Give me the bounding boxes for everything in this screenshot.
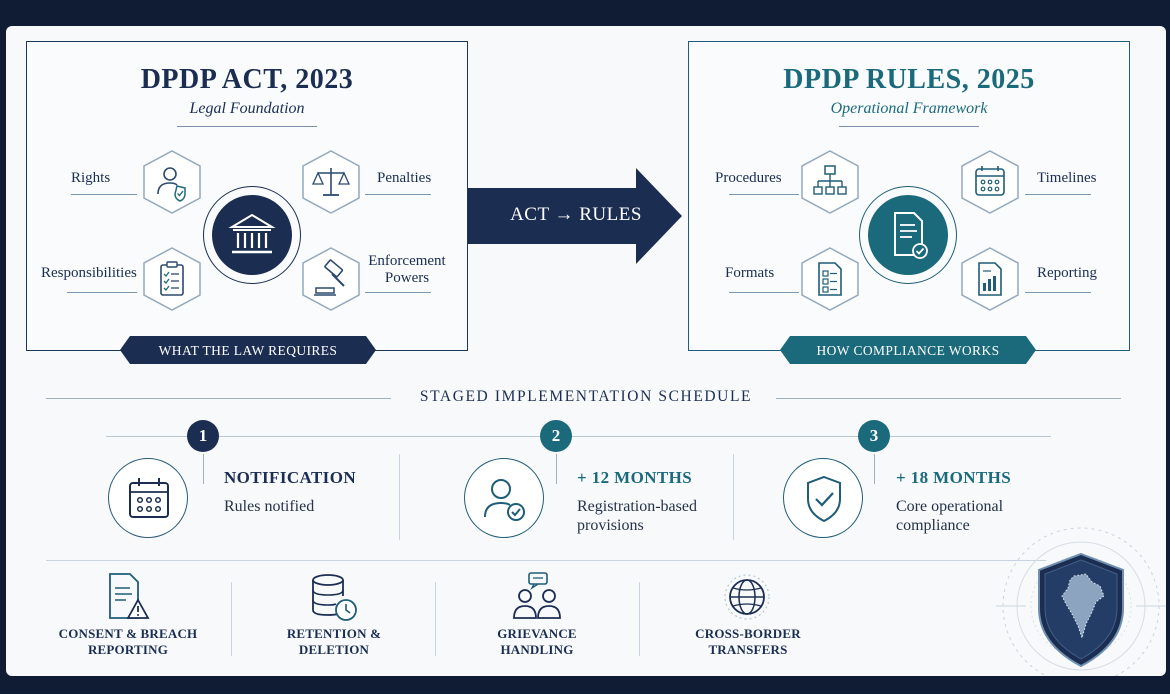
shield-check-icon: [807, 475, 841, 523]
feature-crossborder-label: CROSS-BORDER TRANSFERS: [676, 626, 820, 658]
procedures-connector: [729, 194, 799, 195]
feature-grievance-line2: HANDLING: [500, 642, 574, 657]
act-subtitle: Legal Foundation: [189, 100, 305, 117]
step-separator-2: [733, 454, 734, 540]
timelines-connector: [1025, 194, 1091, 195]
act-core-badge: [203, 186, 301, 284]
enforcement-label-line2: Powers: [384, 270, 430, 286]
enforcement-connector: [365, 292, 431, 293]
responsibilities-label: Responsibilities: [41, 265, 137, 281]
act-subtitle-divider: [177, 126, 317, 127]
feature-retention-label: RETENTION & DELETION: [262, 626, 406, 658]
enforcement-label-line1: Enforcement: [368, 253, 446, 269]
step-3-desc-line1: Core operational: [896, 498, 1004, 515]
rules-title: DPDP RULES, 2025: [783, 64, 1035, 95]
india-shield-icon: [996, 527, 1166, 676]
act-to-rules-label: ACT → RULES: [510, 204, 642, 225]
user-check-icon: [484, 479, 525, 521]
responsibilities-connector: [67, 292, 137, 293]
rights-icon: [143, 150, 201, 214]
feature-separator-1: [231, 582, 232, 656]
step-1-desc: Rules notified: [224, 497, 314, 516]
step-2-desc-line2: provisions: [577, 517, 644, 534]
step-3-heading: + 18 MONTHS: [896, 468, 1012, 487]
step-2-badge: [464, 458, 544, 538]
schedule-title-rule-right: [776, 398, 1121, 399]
procedures-label: Procedures: [715, 170, 782, 186]
act-to-rules-arrow: [468, 168, 682, 264]
feature-consent-line2: REPORTING: [87, 642, 169, 657]
reporting-label: Reporting: [1037, 265, 1097, 281]
step-1-badge: [108, 458, 188, 538]
scales-icon: [302, 150, 360, 214]
form-document-icon: [801, 247, 859, 311]
rules-subtitle: Operational Framework: [830, 100, 988, 117]
document-check-icon: [894, 212, 928, 259]
globe-icon: [724, 574, 770, 620]
act-title: DPDP ACT, 2023: [140, 64, 354, 95]
database-clock-icon: [312, 574, 357, 621]
step-3-desc-line2: compliance: [896, 517, 970, 534]
enforcement-label: Enforcement Powers: [359, 253, 455, 287]
courthouse-icon: [228, 213, 276, 254]
feature-grievance-line1: GRIEVANCE: [497, 626, 577, 641]
step-3-badge: [783, 458, 863, 538]
timelines-label: Timelines: [1037, 170, 1097, 186]
rights-label: Rights: [71, 170, 111, 186]
step-1-connector: [203, 454, 204, 484]
step-2-connector: [556, 454, 557, 484]
act-banner-shape: [120, 336, 376, 364]
rules-banner-shape: [780, 336, 1036, 364]
formats-connector: [729, 292, 799, 293]
step-3-desc: Core operational compliance: [896, 497, 1003, 535]
formats-label: Formats: [725, 265, 775, 281]
feature-crossborder-line1: CROSS-BORDER: [695, 626, 801, 641]
reporting-connector: [1025, 292, 1091, 293]
gavel-icon: [302, 247, 360, 311]
step-3-connector: [874, 454, 875, 484]
flowchart-icon: [801, 150, 859, 214]
feature-consent-label: CONSENT & BREACH REPORTING: [56, 626, 200, 658]
feature-separator-2: [435, 582, 436, 656]
step-3-number: 3: [858, 420, 890, 452]
rights-connector: [71, 194, 137, 195]
act-panel: DPDP ACT, 2023 Legal Foundation Rights P…: [26, 41, 468, 351]
act-banner-text: WHAT THE LAW REQUIRES: [158, 343, 338, 358]
step-2-heading: + 12 MONTHS: [577, 468, 693, 487]
step-separator-1: [399, 454, 400, 540]
schedule-title-rule-left: [46, 398, 391, 399]
feature-retention-line1: RETENTION &: [286, 626, 382, 641]
penalties-label: Penalties: [377, 170, 432, 186]
feature-crossborder-line2: TRANSFERS: [708, 642, 788, 657]
rules-banner-text: HOW COMPLIANCE WORKS: [816, 343, 1000, 358]
step-1-desc-line1: Rules notified: [224, 498, 315, 515]
clipboard-icon: [143, 247, 201, 311]
penalties-connector: [365, 194, 431, 195]
step-1-number: 1: [187, 420, 219, 452]
features-divider: [46, 560, 1046, 561]
step-2-number: 2: [540, 420, 572, 452]
rules-subtitle-divider: [839, 126, 979, 127]
schedule-title: STAGED IMPLEMENTATION SCHEDULE: [419, 388, 753, 405]
feature-grievance-label: GRIEVANCE HANDLING: [465, 626, 609, 658]
document-check-icon-bg: [868, 195, 948, 275]
infographic-canvas: DPDP ACT, 2023 Legal Foundation Rights P…: [6, 26, 1166, 676]
step-2-desc-line1: Registration-based: [577, 498, 697, 515]
step-1-heading: NOTIFICATION: [224, 468, 357, 487]
feature-consent-line1: CONSENT & BREACH: [58, 626, 198, 641]
people-chat-icon: [513, 572, 561, 619]
courthouse-icon-bg: [212, 195, 292, 275]
step-2-desc: Registration-based provisions: [577, 497, 697, 535]
calendar-grid-icon: [961, 150, 1019, 214]
schedule-timeline: [106, 436, 1051, 437]
document-warning-icon: [109, 573, 150, 619]
feature-separator-3: [639, 582, 640, 656]
rules-panel: DPDP RULES, 2025 Operational Framework P…: [688, 41, 1130, 351]
rules-core-badge: [859, 186, 957, 284]
report-chart-icon: [961, 247, 1019, 311]
calendar-icon: [129, 478, 169, 518]
feature-retention-line2: DELETION: [298, 642, 370, 657]
